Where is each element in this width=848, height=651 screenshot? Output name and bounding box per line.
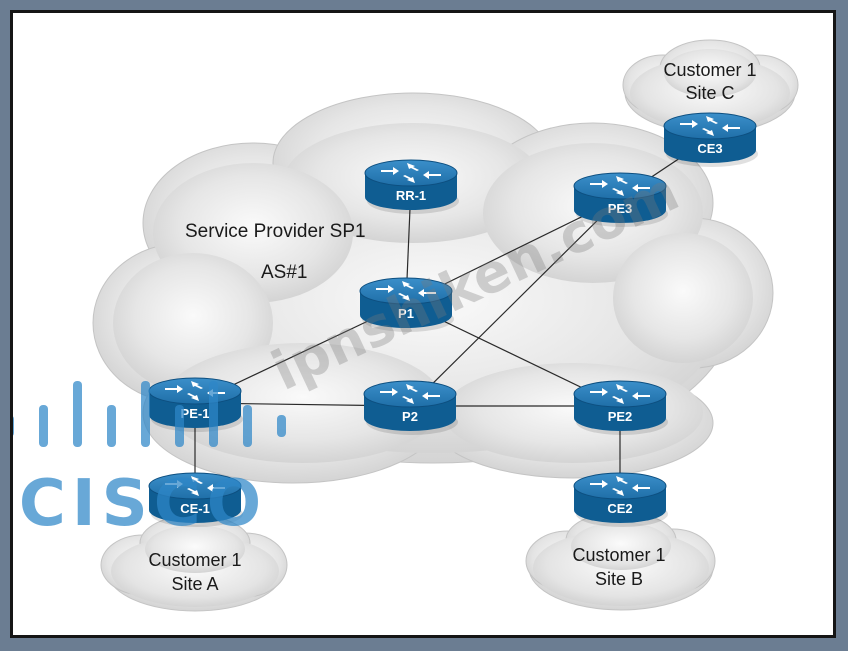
router-rr-1: RR-1	[364, 159, 459, 214]
router-pe2: PE2	[573, 380, 668, 435]
router-arrows-icon	[590, 476, 650, 496]
router-label-p1: P1	[398, 306, 414, 321]
as-label: AS#1	[261, 262, 307, 283]
site-a-line2: Site A	[171, 574, 218, 594]
router-ce1: CE-1	[148, 472, 243, 527]
router-arrows-icon	[590, 384, 650, 404]
router-pe3: PE3	[573, 172, 668, 227]
site-c-line1: Customer 1	[663, 60, 756, 80]
site-c-line2: Site C	[685, 83, 734, 103]
router-pe1: PE-1	[148, 377, 243, 432]
cisco-logo	[13, 381, 286, 447]
router-arrows-icon	[381, 163, 441, 183]
router-arrows-icon	[680, 116, 740, 136]
router-ce2: CE2	[573, 472, 668, 527]
router-label-p2: P2	[402, 409, 418, 424]
router-label-ce3: CE3	[697, 141, 722, 156]
site-b-line2: Site B	[595, 569, 643, 589]
router-ce3: CE3	[663, 112, 758, 167]
site-b-line1: Customer 1	[572, 545, 665, 565]
cisco-logo-text: CISCO	[19, 467, 267, 541]
router-label-rr-1: RR-1	[396, 188, 426, 203]
router-label-ce1: CE-1	[180, 501, 210, 516]
router-label-pe3: PE3	[608, 201, 633, 216]
link-p2-pe3	[409, 197, 621, 407]
router-arrows-icon	[590, 176, 650, 196]
router-label-ce2: CE2	[607, 501, 632, 516]
router-label-pe1: PE-1	[181, 406, 210, 421]
router-p2: P2	[363, 380, 458, 435]
router-arrows-icon	[376, 281, 436, 301]
router-label-pe2: PE2	[608, 409, 633, 424]
router-arrows-icon	[165, 476, 225, 496]
router-arrows-icon	[380, 384, 440, 404]
provider-label: Service Provider SP1	[185, 221, 366, 242]
site-a-line1: Customer 1	[148, 550, 241, 570]
router-p1: P1	[359, 277, 454, 332]
